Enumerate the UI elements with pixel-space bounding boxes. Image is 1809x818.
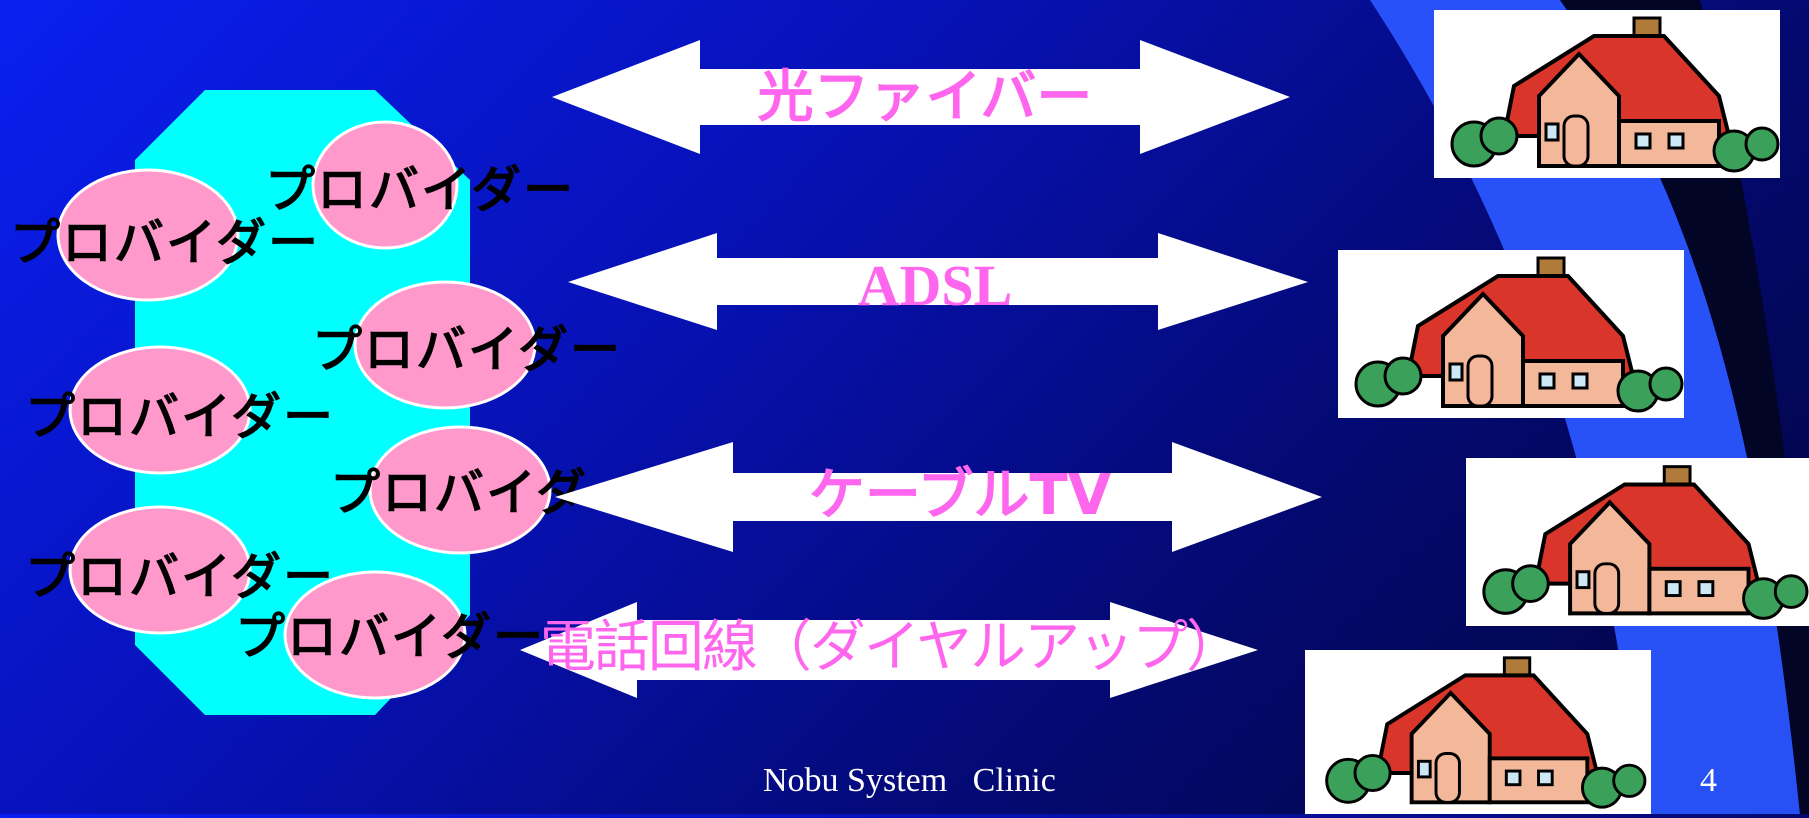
connection-label-fiber: 光ファイバー — [757, 65, 1093, 130]
arrow-adsl — [568, 233, 1308, 330]
house-icon — [1338, 250, 1684, 418]
footer-text: Nobu System Clinic — [763, 762, 1056, 799]
provider-ellipse — [283, 570, 467, 700]
provider-ellipse — [311, 120, 459, 250]
arrow-cable — [555, 442, 1322, 552]
provider-ellipses — [56, 120, 552, 700]
connection-label-dialup: 電話回線（ダイヤルアップ） — [539, 615, 1242, 680]
provider-ellipse — [368, 425, 552, 555]
provider-label-4: プロバイダー — [25, 388, 335, 446]
house-icon — [1305, 650, 1651, 814]
provider-label-1: プロバイダー — [265, 161, 575, 219]
page-number: 4 — [1700, 762, 1717, 799]
arrow-dialup — [520, 602, 1258, 698]
arrow-fiber — [552, 40, 1290, 154]
provider-label-2: プロバイダー — [10, 214, 320, 272]
provider-ellipse — [68, 505, 252, 635]
provider-ellipse — [68, 345, 252, 475]
provider-label-7: プロバイダー — [235, 608, 545, 666]
provider-ellipse — [353, 280, 537, 410]
provider-ellipse — [56, 168, 240, 302]
provider-label-3: プロバイダー — [312, 321, 622, 379]
house-icon — [1434, 10, 1780, 178]
provider-label-6: プロバイダー — [25, 548, 335, 606]
connection-label-adsl: ADSL — [857, 253, 1013, 318]
house-icon — [1466, 458, 1809, 626]
connection-label-cable: ケーブルTV — [808, 463, 1112, 528]
